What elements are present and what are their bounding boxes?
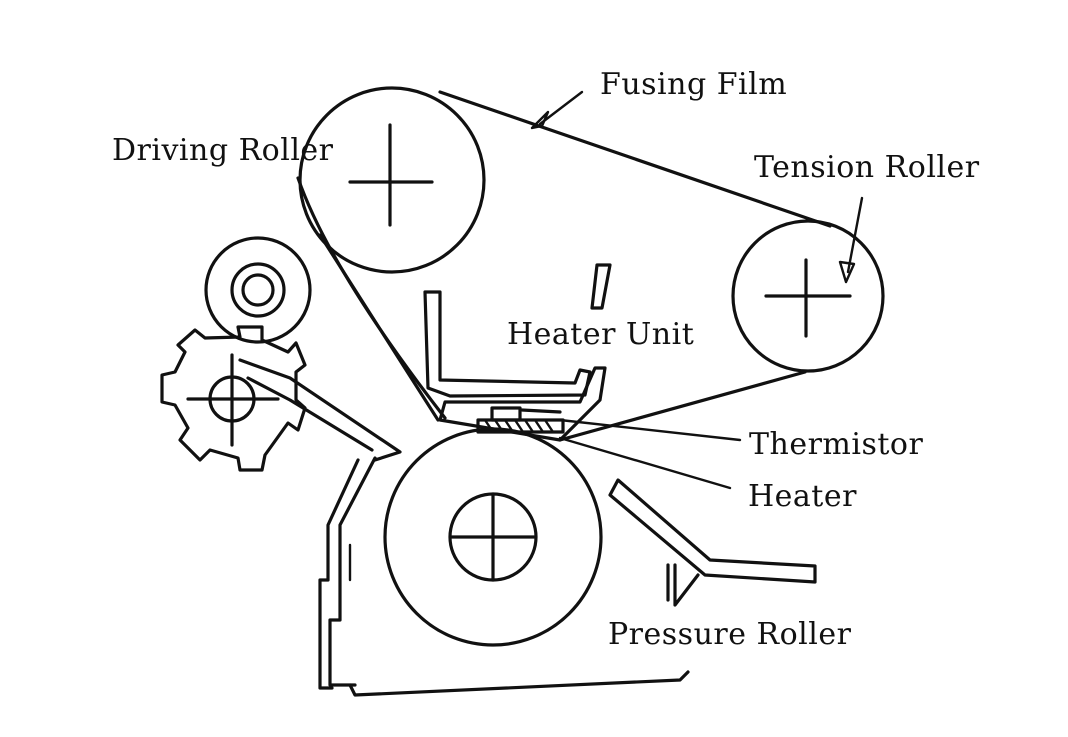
small-roller [204, 236, 312, 344]
right-guide [608, 478, 817, 607]
heater-label: Heater [748, 479, 857, 514]
gear-lever [238, 358, 402, 462]
fusing-film-label: Fusing Film [600, 67, 788, 102]
pressure-roller-label: Pressure Roller [608, 617, 852, 652]
thermistor-label: Thermistor [749, 427, 924, 462]
fusing-film-belt [296, 90, 832, 442]
tension-roller [731, 219, 885, 373]
left-guide-plate [318, 456, 690, 697]
thermistor-element [490, 406, 562, 422]
pressure-roller [383, 427, 603, 647]
tension-roller-label: Tension Roller [754, 150, 980, 185]
heater-unit-label: Heater Unit [507, 317, 695, 352]
heater-unit-bracket [423, 263, 612, 442]
heater-element [476, 418, 565, 434]
driving-roller-label: Driving Roller [112, 133, 334, 168]
leader-lines [530, 90, 864, 490]
drive-gear [160, 325, 307, 472]
driving-roller [298, 86, 486, 274]
